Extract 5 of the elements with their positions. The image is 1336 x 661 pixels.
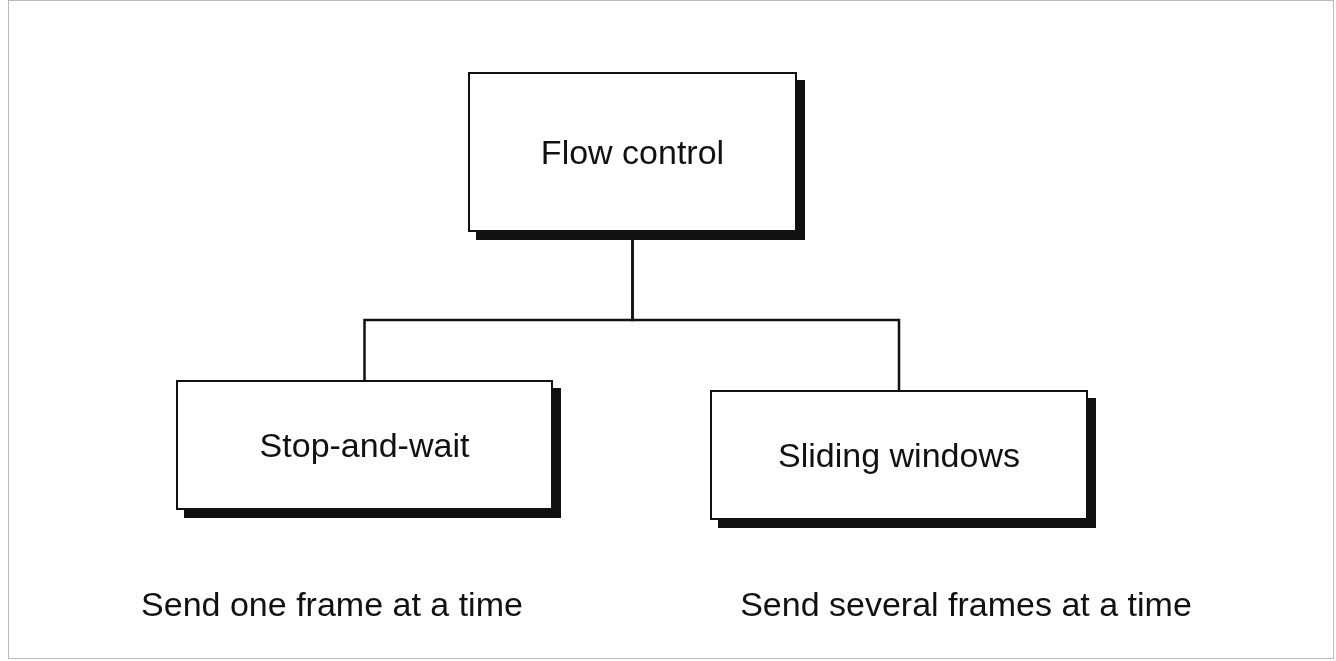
box-label: Flow control [540, 132, 725, 172]
description-text: Send one frame at a time [141, 585, 523, 624]
box-label: Sliding windows [778, 435, 1020, 475]
box-label: Stop-and-wait [259, 425, 470, 465]
description-text: Send several frames at a time [740, 585, 1192, 624]
